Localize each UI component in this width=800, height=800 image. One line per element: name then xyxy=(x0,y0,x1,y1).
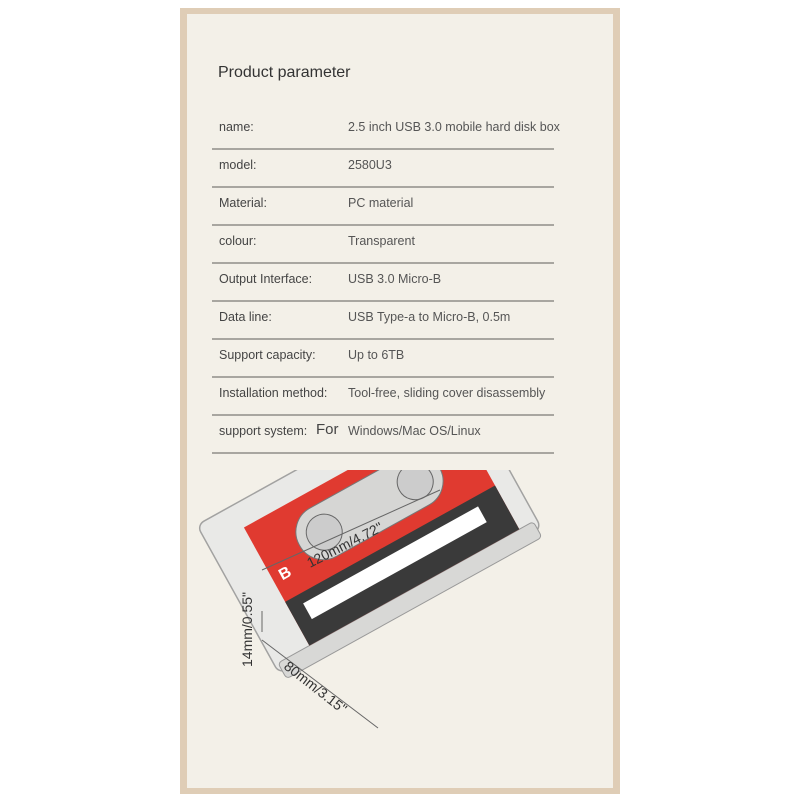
parameter-label: Output Interface: xyxy=(219,272,313,286)
parameter-row: Data line: USB Type-a to Micro-B, 0.5m xyxy=(212,300,554,340)
parameter-label: Installation method: xyxy=(219,386,328,400)
parameter-label: name: xyxy=(219,120,254,134)
parameter-row: colour: Transparent xyxy=(212,224,554,264)
parameter-prefix: For xyxy=(316,421,339,438)
page-title: Product parameter xyxy=(218,64,351,81)
parameter-value: 2580U3 xyxy=(348,158,392,172)
frame: Product parameter name: 2.5 inch USB 3.0 … xyxy=(180,8,620,794)
parameter-label: Data line: xyxy=(219,310,272,324)
parameter-label: colour: xyxy=(219,234,257,248)
parameter-value: PC material xyxy=(348,196,414,210)
parameter-row: Material: PC material xyxy=(212,186,554,226)
parameter-label: Material: xyxy=(219,196,267,210)
parameter-row: Support capacity: Up to 6TB xyxy=(212,338,554,378)
parameter-row: model: 2580U3 xyxy=(212,148,554,188)
parameter-row: Output Interface: USB 3.0 Micro-B xyxy=(212,262,554,302)
parameter-value: Transparent xyxy=(348,234,415,248)
parameter-label: model: xyxy=(219,158,257,172)
parameter-label: support system: xyxy=(219,424,308,438)
parameter-label: Support capacity: xyxy=(219,348,316,362)
parameter-value: Tool-free, sliding cover disassembly xyxy=(348,386,546,400)
parameter-value: USB 3.0 Micro-B xyxy=(348,272,442,286)
parameter-value: 2.5 inch USB 3.0 mobile hard disk box xyxy=(348,120,560,134)
parameter-row: name: 2.5 inch USB 3.0 mobile hard disk b… xyxy=(212,110,560,150)
parameter-value: USB Type-a to Micro-B, 0.5m xyxy=(348,310,511,324)
parameter-value: Up to 6TB xyxy=(348,348,405,362)
paper: Product parameter name: 2.5 inch USB 3.0 … xyxy=(187,14,613,788)
parameter-row: Installation method: Tool-free, sliding c… xyxy=(212,376,554,416)
parameter-value: Windows/Mac OS/Linux xyxy=(348,424,481,438)
parameter-row: support system: For Windows/Mac OS/Linux xyxy=(212,414,554,454)
